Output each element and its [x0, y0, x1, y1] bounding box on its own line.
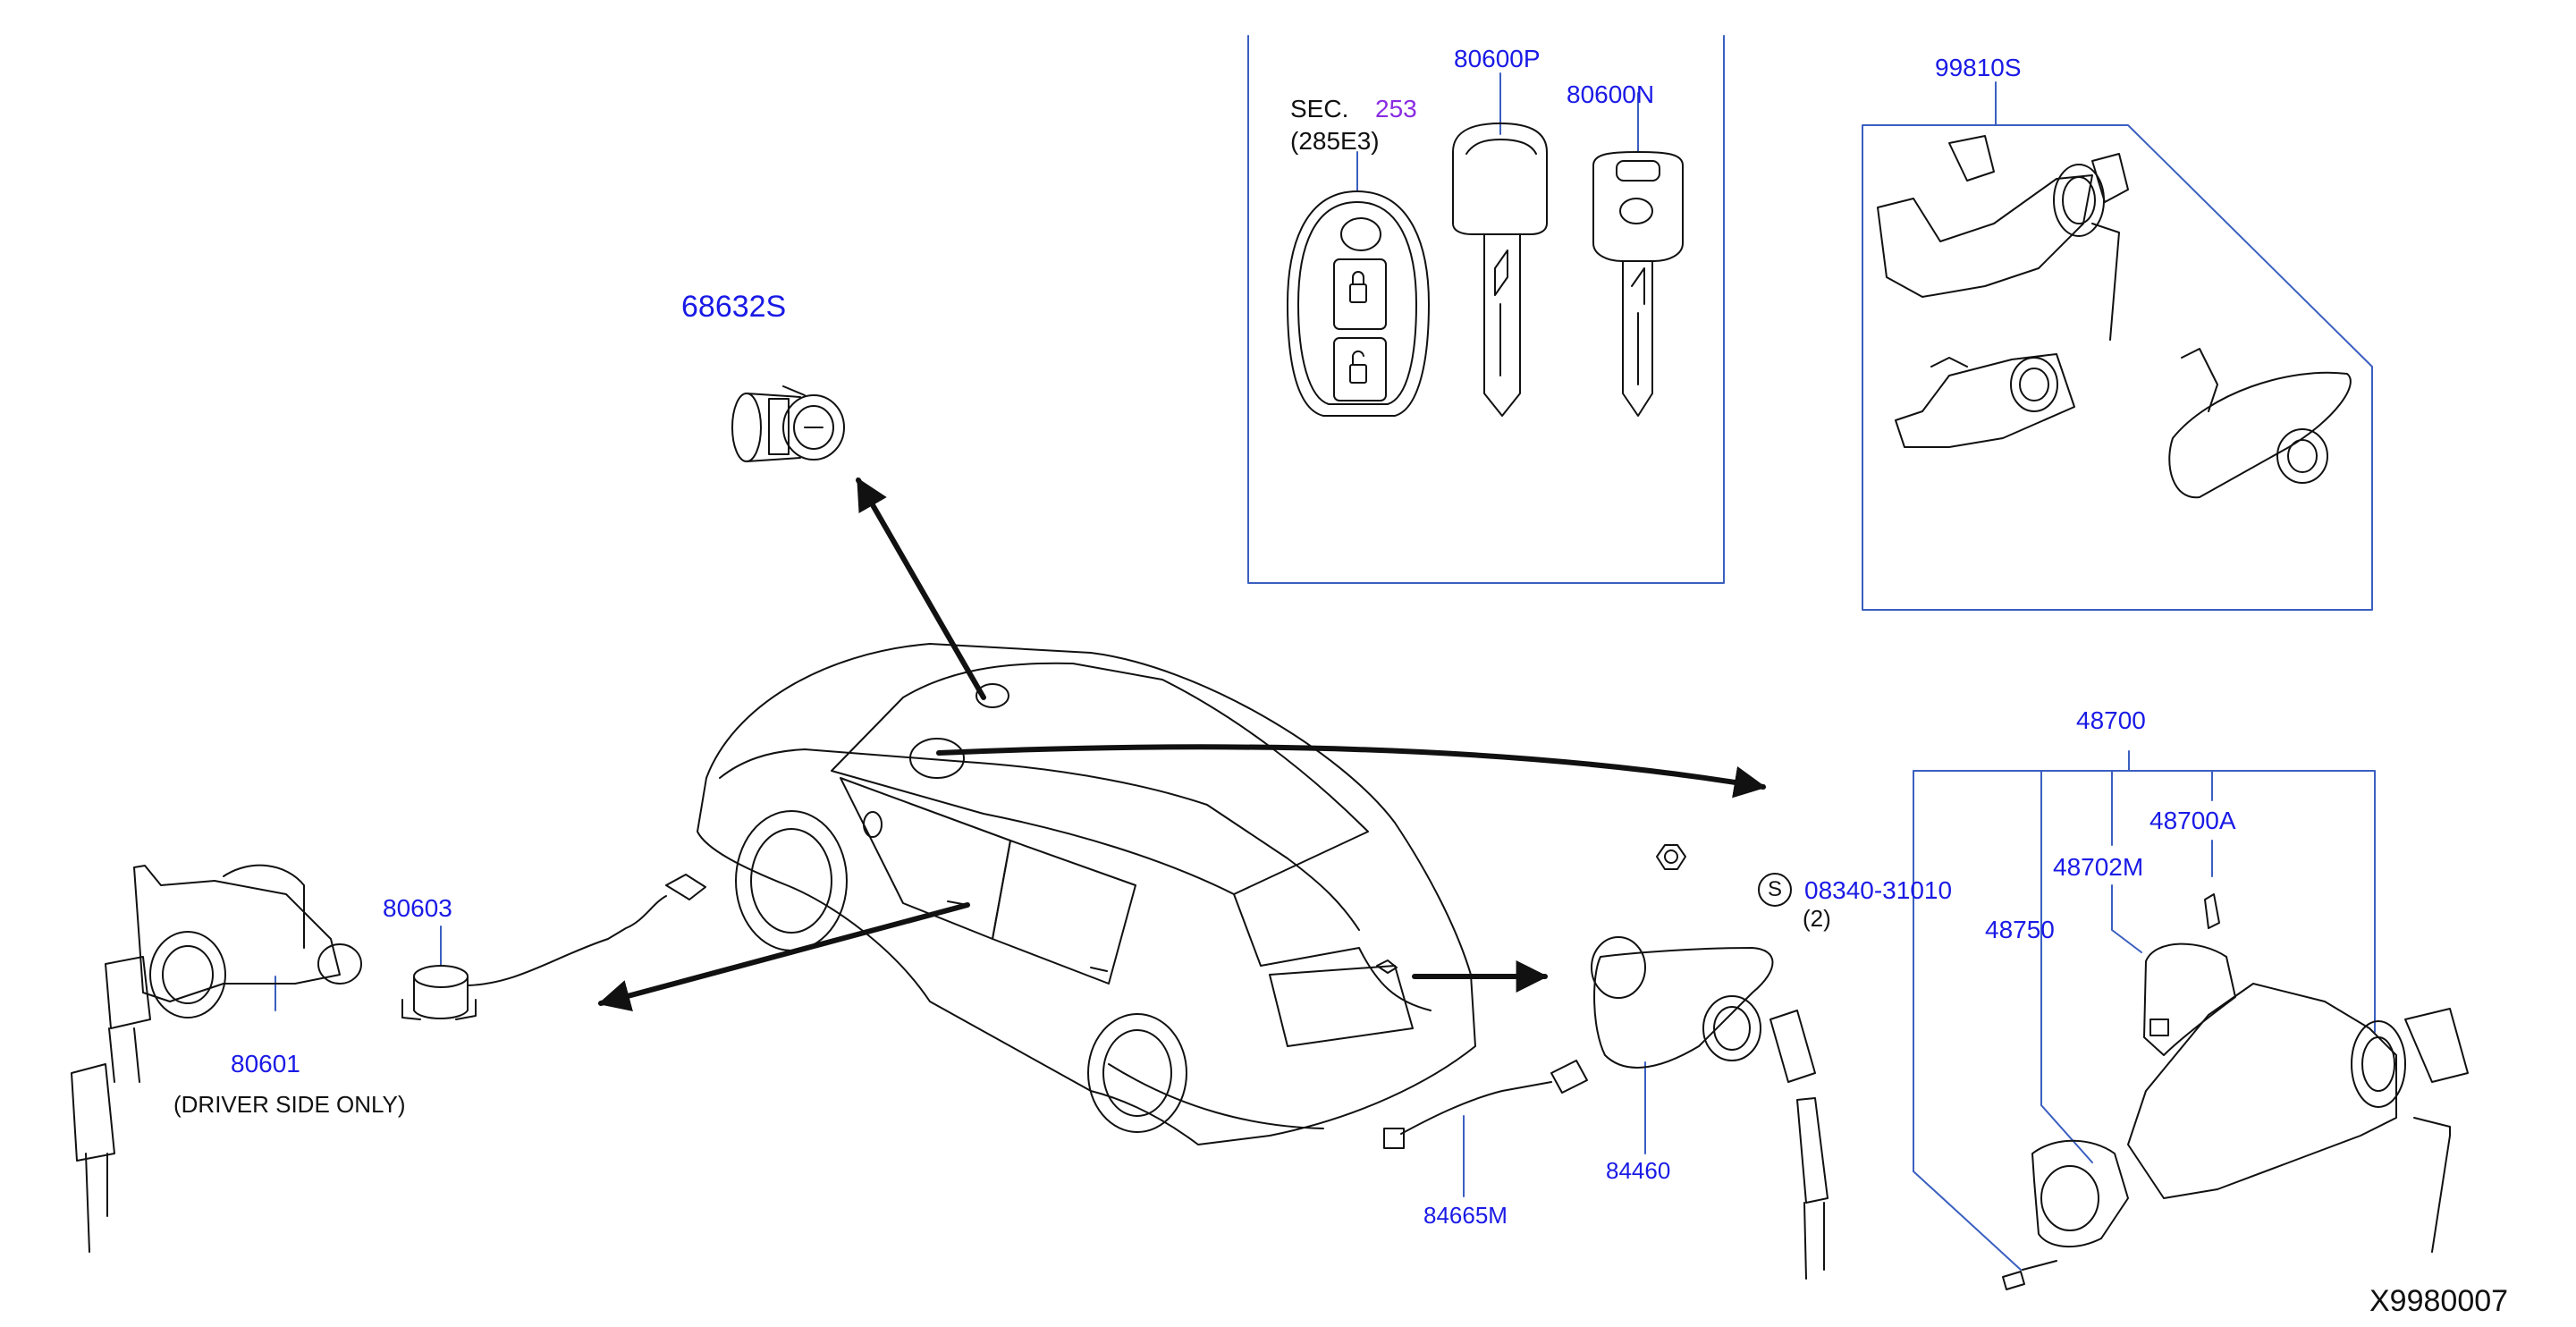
figure-id: X9980007	[2369, 1284, 2509, 1318]
part-label-80600p[interactable]: 80600P	[1454, 45, 1541, 72]
blade-key-80600p	[1452, 123, 1548, 417]
leader-lines	[274, 72, 1997, 1197]
part-label-48700a[interactable]: 48700A	[2149, 807, 2236, 834]
lock-set-trunk-cylinder	[2168, 348, 2352, 499]
lock-set-frame	[1862, 124, 2373, 611]
trunk-lock-cylinder	[1591, 844, 1829, 1280]
part-label-80601[interactable]: 80601	[231, 1050, 300, 1078]
part-label-80603[interactable]: 80603	[383, 894, 452, 922]
bracket-48700	[1913, 750, 2376, 1271]
section-ref-number[interactable]: 253	[1375, 95, 1417, 123]
section-ref-label: SEC.	[1290, 95, 1349, 123]
trunk-switch-harness	[1383, 1060, 1588, 1149]
fuel-lid-lock-part	[731, 385, 845, 462]
part-label-84665m[interactable]: 84665M	[1423, 1202, 1508, 1229]
key-frame	[1247, 35, 1725, 584]
arrows	[597, 477, 1767, 1011]
driver-side-note: (DRIVER SIDE ONLY)	[173, 1091, 406, 1118]
smart-key-fob	[1287, 190, 1430, 417]
lock-set-door-cylinder	[1895, 353, 2075, 448]
transponder-key-80600n	[1592, 151, 1684, 417]
part-label-99810s[interactable]: 99810S	[1935, 54, 2022, 81]
part-label-48750[interactable]: 48750	[1985, 916, 2055, 943]
part-label-68632s[interactable]: 68632S	[681, 290, 787, 324]
screw-symbol: S	[1758, 873, 1792, 907]
lock-set-ignition	[1877, 135, 2129, 341]
section-ref-sub: (285E3)	[1290, 127, 1380, 155]
ignition-lock-assembly	[2002, 893, 2469, 1290]
part-label-08340-31010[interactable]: 08340-31010	[1804, 876, 1953, 904]
part-label-80600n[interactable]: 80600N	[1567, 80, 1655, 108]
door-switch-harness	[401, 874, 706, 1020]
car-illustration	[697, 643, 1476, 1145]
part-label-48702m[interactable]: 48702M	[2053, 853, 2144, 881]
quantity-note: (2)	[1803, 905, 1831, 932]
door-lock-assembly	[71, 864, 362, 1253]
part-label-84460[interactable]: 84460	[1606, 1157, 1671, 1184]
part-label-48700[interactable]: 48700	[2076, 706, 2146, 734]
